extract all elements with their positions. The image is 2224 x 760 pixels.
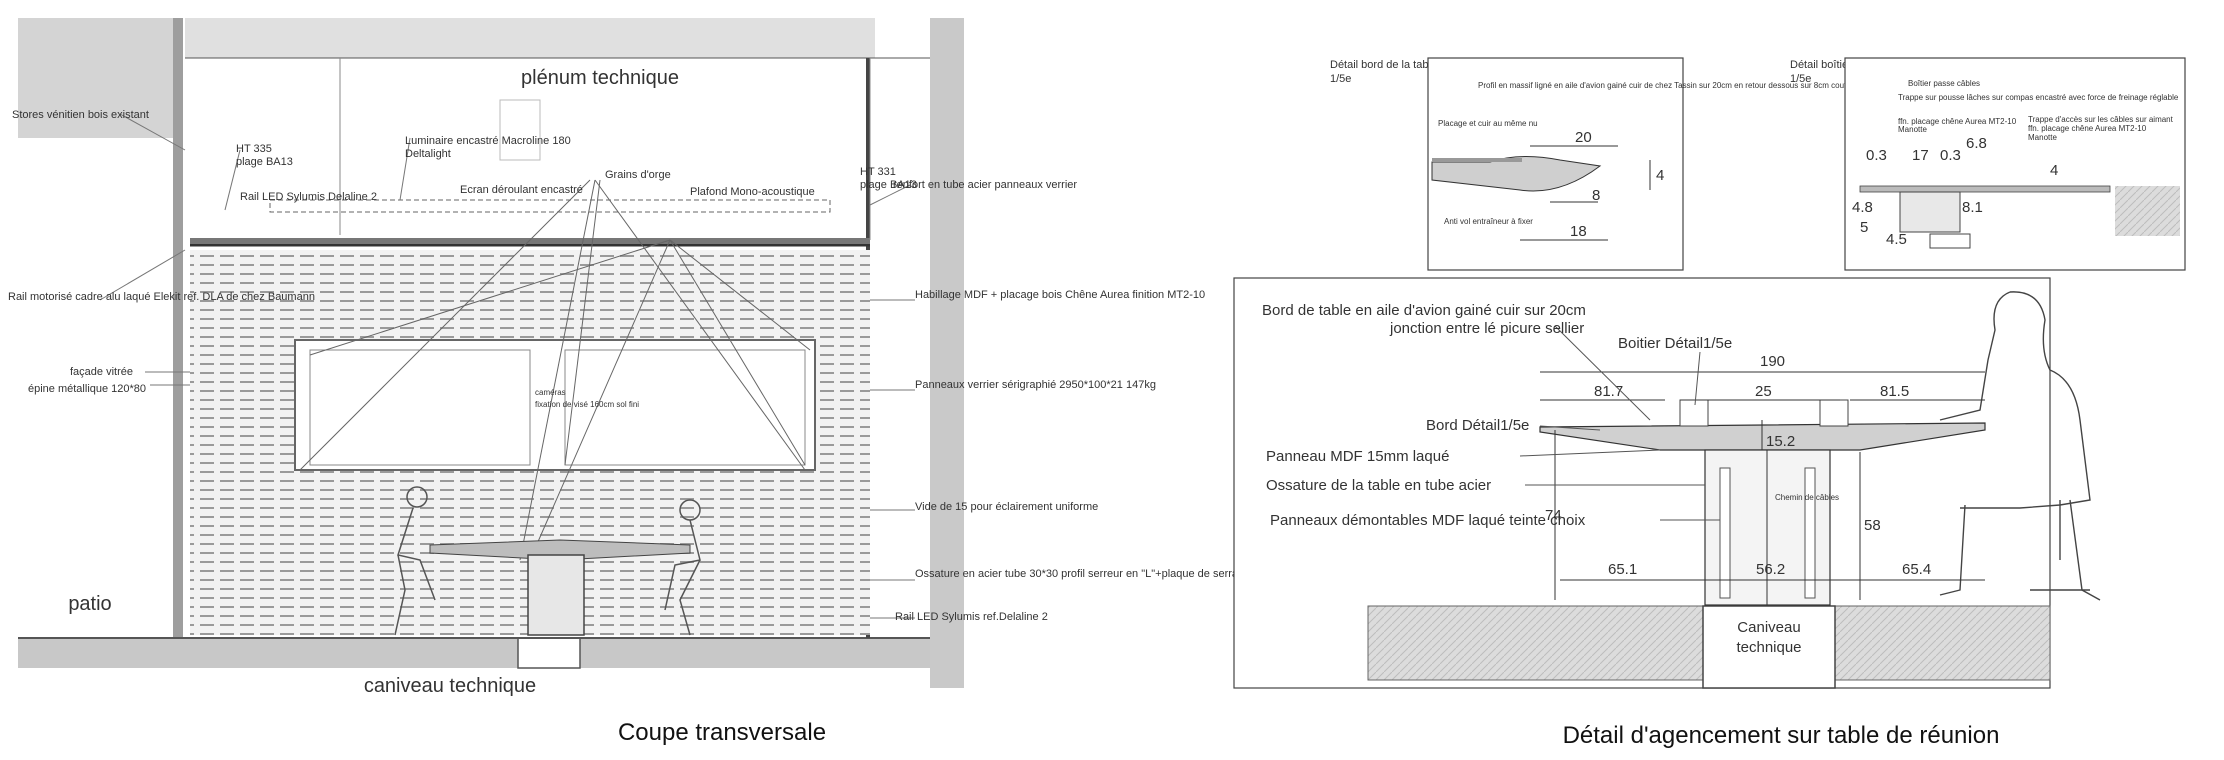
box-dim-1: 17 [1912, 147, 1929, 164]
dim-0: 190 [1760, 353, 1785, 370]
left-label-12: Rail motorisé cadre alu laqué Elekit ref… [8, 291, 315, 303]
floor-slab-right [580, 638, 930, 668]
box-note-2: ffn. placage chêne Aurea MT2-10 [1898, 117, 2017, 126]
edge-note-1: Placage et cuir au même nu [1438, 119, 1538, 128]
left-label-10: plage BA13 [860, 179, 917, 191]
left-label-13: Habillage MDF + placage bois Chêne Aurea… [915, 289, 1205, 301]
box-note-1: Trappe sur pousse lâches sur compas enca… [1898, 93, 2179, 102]
left-label-9: HT 331 [860, 166, 896, 178]
box-dim-7: 5 [1860, 219, 1868, 236]
box-dim-0: 0.3 [1866, 147, 1887, 164]
floor-left [1367, 605, 1704, 681]
wall-block-top-left [18, 18, 173, 138]
dim-9: 65.4 [1902, 561, 1931, 578]
box-dim-5: 4.8 [1852, 199, 1873, 216]
meeting-table [429, 539, 691, 561]
dim-8: 56.2 [1756, 561, 1785, 578]
cable-tray-label: Chemin de câbles [1775, 493, 1839, 502]
right-label-2: Boitier Détail1/5e [1618, 335, 1732, 352]
left-label-16: Panneaux verrier sérigraphié 2950*100*21… [915, 379, 1156, 391]
seated-persons [394, 486, 701, 636]
projection-lines [299, 179, 811, 561]
right-label-1: jonction entre lé picure sellier [1389, 320, 1584, 337]
left-label-21: fixation de visé 160cm sol fini [535, 400, 639, 409]
box-dim-6: 8.1 [1962, 199, 1983, 216]
right-caption: Détail d'agencement sur table de réunion [1563, 722, 2000, 749]
left-label-1: HT 335 [236, 143, 272, 155]
box-note-3: Manotte [1898, 125, 1927, 134]
edge-dim-1: 8 [1592, 187, 1600, 204]
left-label-15: épine métallique 120*80 [28, 383, 146, 395]
edge-dim-2: 18 [1570, 223, 1587, 240]
right-wall [930, 18, 964, 688]
right-label-3: Bord Détail1/5e [1426, 417, 1529, 434]
left-label-0: Stores vénitien bois existant [12, 109, 149, 121]
facade-post [173, 18, 183, 638]
plenum-label: plénum technique [521, 67, 679, 89]
left-label-18: Ossature en acier tube 30*30 profil serr… [915, 568, 1250, 580]
ceiling-dashed-box [269, 199, 831, 213]
left-label-5: Deltalight [405, 148, 451, 160]
dim-7: 65.1 [1608, 561, 1637, 578]
left-label-20: caméras [535, 388, 566, 397]
dim-5: 74 [1545, 507, 1562, 524]
dim-6: 58 [1864, 517, 1881, 534]
dim-3: 81.5 [1880, 383, 1909, 400]
dim-2: 25 [1755, 383, 1772, 400]
detail-edge-scale: 1/5e [1330, 73, 1351, 85]
edge-dim-0: 20 [1575, 129, 1592, 146]
right-label-4: Panneau MDF 15mm laqué [1266, 448, 1449, 465]
edge-note-0: Profil en massif ligné en aile d'avion g… [1478, 81, 1906, 90]
detail-edge-title: Détail bord de la table [1330, 59, 1437, 71]
left-label-11: renfort en tube acier panneaux verrier [893, 179, 1077, 191]
left-label-19: Rail LED Sylumis ref.Delaline 2 [895, 611, 1048, 623]
box-note-5: ffn. placage chêne Aurea MT2-10 [2028, 124, 2147, 133]
cross-section-drawing: plénum technique patio caniveau techniqu… [8, 18, 1250, 697]
box-dim-8: 4.5 [1886, 231, 1907, 248]
ceiling-slab [185, 18, 875, 58]
right-label-6: Panneaux démontables MDF laqué teinte ch… [1270, 512, 1586, 529]
left-label-4: Luminaire encastré Macroline 180 [405, 135, 571, 147]
edge-note-2: Anti vol entraîneur à fixer [1444, 217, 1533, 226]
right-label-0: Bord de table en aile d'avion gainé cuir… [1262, 302, 1586, 319]
left-label-3: Rail LED Sylumis Delaline 2 [240, 191, 377, 203]
seated-woman [1939, 291, 2101, 601]
technical-channel [517, 637, 581, 669]
dim-4: 15.2 [1766, 433, 1795, 450]
box-note-4: Trappe d'accès sur les câbles sur aimant [2028, 115, 2174, 124]
edge-dim-3: 4 [1656, 167, 1664, 184]
box-dim-4: 4 [2050, 162, 2058, 179]
channel-label-1: Caniveau [1737, 619, 1800, 636]
detail-box-scale: 1/5e [1790, 73, 1811, 85]
right-label-5: Ossature de la table en tube acier [1266, 477, 1491, 494]
left-label-14: façade vitrée [70, 366, 133, 378]
box-note-6: Manotte [2028, 133, 2057, 142]
left-label-2: plage BA13 [236, 156, 293, 168]
left-label-8: Plafond Mono-acoustique [690, 186, 815, 198]
table-pedestal [527, 554, 585, 636]
floor-slab-left [18, 638, 518, 668]
left-caption: Coupe transversale [618, 719, 826, 746]
left-label-6: Ecran déroulant encastré [460, 184, 583, 196]
box-note-0: Boîtier passe câbles [1908, 79, 1980, 88]
floor-right [1834, 605, 2051, 681]
channel-label: caniveau technique [364, 675, 536, 697]
patio-label: patio [68, 593, 111, 615]
dim-1: 81.7 [1594, 383, 1623, 400]
detail-box-title: Détail boîtier [1790, 59, 1852, 71]
table-channel [1702, 605, 1836, 689]
box-dim-3: 0.3 [1940, 147, 1961, 164]
box-dim-2: 6.8 [1966, 135, 1987, 152]
channel-label-2: technique [1736, 639, 1801, 656]
left-label-17: Vide de 15 pour éclairement uniforme [915, 501, 1098, 513]
left-label-7: Grains d'orge [605, 169, 671, 181]
table-detail-drawing: Détail bord de la table 1/5e 20 8 18 4 P… [1233, 57, 2186, 689]
